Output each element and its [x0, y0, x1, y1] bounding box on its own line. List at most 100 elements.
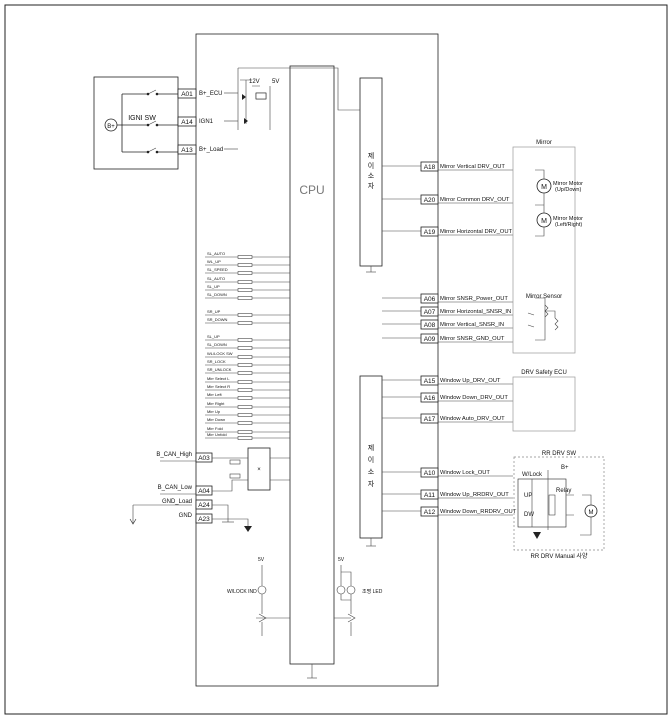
pin-label: B+_Load: [199, 147, 223, 153]
svg-text:M: M: [541, 218, 547, 225]
wlock-ind-label: W/LOCK IND: [227, 589, 257, 595]
ignition-switch-title: IGNI SW: [128, 115, 156, 122]
switch-input-label: SL_DOWN: [207, 292, 227, 297]
switch-input-label: SL_SPEED: [207, 267, 228, 272]
pin-code: A09: [424, 336, 436, 343]
mirror-motor2-line1: Mirror Motor: [553, 216, 583, 222]
right-pin-a11: A11 Window Up_RRDRV_OUT: [382, 489, 513, 500]
driver-chip-a: [359, 77, 383, 267]
switch-input-label: SR_UP: [207, 309, 221, 314]
pin-code: A17: [424, 416, 436, 423]
switch-input-label: SR_LOCK: [207, 359, 226, 364]
pin-label: B_CAN_Low: [158, 485, 193, 491]
rr-drv-sw-box: [513, 456, 605, 551]
switch-input-row: SL_UP: [205, 284, 290, 292]
pin-code: A16: [424, 395, 436, 402]
pin-code: A15: [424, 378, 436, 385]
pin-code: A11: [424, 492, 435, 499]
switch-input-label: Mirr Up: [207, 409, 221, 414]
switch-input-label: SL_UP: [207, 284, 220, 289]
chip-a-label: 제 이 소 자: [368, 152, 375, 190]
svg-text:소: 소: [368, 468, 375, 476]
rr-drv-sw-title: RR DRV SW: [542, 451, 577, 457]
svg-text:제: 제: [368, 152, 374, 160]
pin-code: A03: [198, 455, 210, 462]
switch-input-row: SR_UP: [205, 309, 290, 317]
svg-text:자: 자: [368, 181, 375, 190]
switch-input-row: SL_AUTO: [205, 251, 290, 259]
switch-input-row: SL_UP: [205, 334, 290, 342]
switch-input-row: Mirr Up: [205, 409, 290, 417]
pin-label: Mirror Horizontal_SNSR_IN: [440, 309, 511, 315]
pin-code: A01: [181, 91, 193, 98]
can-transceiver: [247, 447, 271, 491]
switch-input-label: SL_DOWN: [207, 342, 227, 347]
switch-input-label: Mirr Select R: [207, 384, 230, 389]
rr-relay: Relay: [556, 488, 571, 494]
pin-code: A12: [424, 509, 436, 516]
pin-code: A20: [424, 197, 436, 204]
pin-label: Window Up_RRDRV_OUT: [440, 492, 509, 498]
rr-up: UP: [524, 493, 532, 499]
left-pin-a03: A03 B_CAN_High: [156, 452, 213, 463]
switch-input-label: Mirr Fold: [207, 426, 223, 431]
mirror-module-box: [512, 146, 576, 354]
switch-input-label: Mirr Down: [207, 417, 225, 422]
switch-input-label: Mirr Select L: [207, 376, 230, 381]
supply-5v: 5V: [272, 79, 279, 85]
pin-label: Window Up_DRV_OUT: [440, 378, 501, 384]
bplus-label: B+: [107, 124, 115, 130]
switch-input-row: SR_DOWN: [205, 317, 290, 325]
pin-label: Window Lock_OUT: [440, 470, 490, 476]
switch-input-label: SL_AUTO: [207, 276, 225, 281]
switch-input-row: Mirr Right: [205, 401, 290, 409]
pin-label: Mirror SNSR_GND_OUT: [440, 336, 505, 342]
pin-code: A08: [424, 322, 436, 329]
pin-code: A07: [424, 309, 436, 316]
mirror-sensor-title: Mirror Sensor: [526, 294, 562, 300]
pin-label: B_CAN_High: [156, 452, 192, 458]
right-pin-a07: A07 Mirror Horizontal_SNSR_IN: [382, 306, 513, 317]
right-pin-a09: A09 Mirror SNSR_GND_OUT: [382, 333, 513, 344]
pin-label: GND_Load: [162, 499, 192, 505]
switch-input-label: Mirr Left: [207, 392, 223, 397]
pin-label: Mirror Horizontal DRV_OUT: [440, 229, 513, 235]
chip-b-label: 제 이 소 자: [368, 444, 375, 488]
right-pin-a08: A08 Mirror Vertical_SNSR_IN: [382, 319, 513, 330]
illum-led-label: 조명 LED: [362, 588, 383, 595]
pin-code: A04: [198, 488, 210, 495]
pin-label: Mirror Vertical_SNSR_IN: [440, 322, 504, 328]
switch-input-label: SR_DOWN: [207, 317, 228, 322]
ind-left-5v: 5V: [258, 557, 265, 563]
left-pin-a01: A01 B+_ECU: [177, 88, 238, 99]
svg-text:M: M: [541, 184, 547, 191]
svg-text:소: 소: [368, 172, 375, 180]
svg-text:M: M: [589, 510, 594, 516]
pin-label: Window Down_DRV_OUT: [440, 395, 508, 401]
left-pin-a04: A04 B_CAN_Low: [158, 485, 213, 496]
switch-input-row: Mirr Down: [205, 417, 290, 425]
switch-input-row: WL_UP: [205, 259, 290, 267]
pin-code: A18: [424, 164, 436, 171]
pin-label: GND: [179, 513, 193, 519]
switch-input-lines: SL_AUTOWL_UPSL_SPEEDSL_AUTOSL_UPSL_DOWNS…: [205, 251, 290, 440]
switch-input-row: SR_UNLOCK: [205, 367, 290, 375]
switch-input-row: Mirr Select L: [205, 376, 290, 384]
cpu-block: [289, 65, 335, 665]
pin-label: B+_ECU: [199, 91, 223, 97]
switch-input-row: Mirr Left: [205, 392, 290, 400]
drv-safety-ecu-title: DRV Safety ECU: [521, 370, 567, 376]
rr-dw: DW: [524, 512, 534, 518]
switch-input-row: Mirr Fold: [205, 426, 290, 434]
mirror-title: Mirror: [536, 140, 552, 146]
pin-label: IGN1: [199, 119, 214, 125]
